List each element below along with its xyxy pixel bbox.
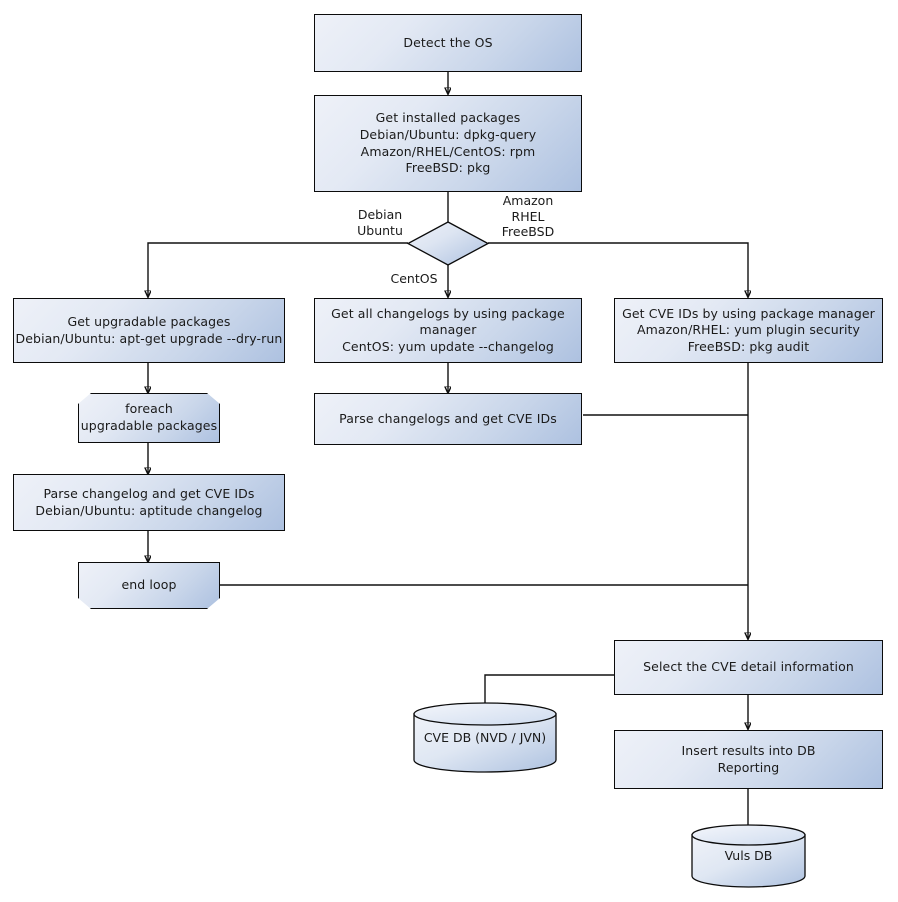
node-get-cve-ids[interactable]: Get CVE IDs by using package manager Ama… xyxy=(614,298,883,363)
node-get-upgradable-packages-label: Get upgradable packages Debian/Ubuntu: a… xyxy=(15,313,283,346)
node-get-all-changelogs-label: Get all changelogs by using package mana… xyxy=(331,305,565,354)
node-parse-changelogs-cve-label: Parse changelogs and get CVE IDs xyxy=(339,410,557,426)
node-cve-db[interactable] xyxy=(412,702,558,773)
node-get-cve-ids-label: Get CVE IDs by using package manager Ama… xyxy=(622,305,875,354)
node-parse-changelog-single[interactable]: Parse changelog and get CVE IDs Debian/U… xyxy=(13,474,285,531)
node-get-installed-packages-label: Get installed packages Debian/Ubuntu: dp… xyxy=(359,110,537,176)
edge-decision-right xyxy=(488,242,748,296)
node-get-installed-packages[interactable]: Get installed packages Debian/Ubuntu: dp… xyxy=(314,95,582,192)
node-insert-results[interactable]: Insert results into DB Reporting xyxy=(614,730,883,789)
edge-label-debian-ubuntu: Debian Ubuntu xyxy=(357,207,403,238)
node-os-decision[interactable] xyxy=(406,220,490,267)
node-foreach-loop-start[interactable]: foreach upgradable packages xyxy=(78,393,220,443)
node-foreach-loop-start-label: foreach upgradable packages xyxy=(80,401,218,433)
node-detect-os[interactable]: Detect the OS xyxy=(314,14,582,72)
node-get-upgradable-packages[interactable]: Get upgradable packages Debian/Ubuntu: a… xyxy=(13,298,285,363)
node-select-cve-detail[interactable]: Select the CVE detail information xyxy=(614,640,883,695)
edge-label-amazon-rhel-freebsd: Amazon RHEL FreeBSD xyxy=(501,193,555,240)
node-end-loop-label: end loop xyxy=(121,577,177,593)
edge-label-centos: CentOS xyxy=(390,271,438,286)
node-cve-db-label: CVE DB (NVD / JVN) xyxy=(423,730,547,745)
node-select-cve-detail-label: Select the CVE detail information xyxy=(643,659,854,675)
node-get-all-changelogs[interactable]: Get all changelogs by using package mana… xyxy=(314,298,582,363)
node-parse-changelog-single-label: Parse changelog and get CVE IDs Debian/U… xyxy=(35,485,263,518)
node-insert-results-label: Insert results into DB Reporting xyxy=(681,742,816,775)
node-parse-changelogs-cve[interactable]: Parse changelogs and get CVE IDs xyxy=(314,393,582,445)
node-detect-os-label: Detect the OS xyxy=(403,34,493,50)
edge-decision-left xyxy=(148,242,408,296)
node-vuls-db[interactable] xyxy=(690,824,807,888)
node-vuls-db-label: Vuls DB xyxy=(724,848,773,863)
node-end-loop[interactable]: end loop xyxy=(78,562,220,609)
